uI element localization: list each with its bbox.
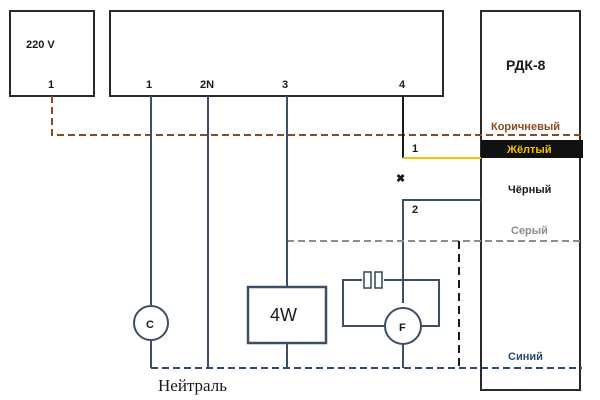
load-box (246, 285, 328, 345)
yellow-wire-band (481, 140, 583, 158)
brown-wire-label: Коричневый (491, 121, 560, 133)
fan-capacitor-plate-right (374, 271, 383, 289)
controller-terminal-1: 1 (146, 79, 152, 91)
rdk8-title: РДК-8 (506, 57, 546, 73)
controller-box (109, 10, 444, 97)
black-wire (402, 199, 481, 218)
yellow-wire-label: Жёлтый (506, 144, 552, 156)
link-2-label: 2 (412, 204, 418, 216)
controller-terminal-4: 4 (399, 79, 406, 91)
gray-wire-label: Серый (511, 225, 548, 237)
brown-wire (51, 96, 582, 136)
neutral-label: Нейтраль (158, 376, 227, 395)
power-source-voltage: 220 V (26, 39, 55, 51)
blue-wire-label: Синий (508, 351, 543, 363)
capacitor-label: C (146, 319, 154, 331)
load-label: 4W (270, 305, 297, 325)
fan-capacitor-plate-left (363, 271, 372, 289)
black-wire-label: Чёрный (508, 184, 551, 196)
controller-terminal-2n: 2N (200, 79, 214, 91)
controller-terminal-3: 3 (282, 79, 288, 91)
link-1-label: 1 (412, 143, 418, 155)
break-mark: ✖ (396, 173, 405, 185)
power-source-terminal: 1 (48, 79, 54, 91)
fan-label: F (399, 322, 406, 334)
capacitor-circle (133, 305, 169, 341)
